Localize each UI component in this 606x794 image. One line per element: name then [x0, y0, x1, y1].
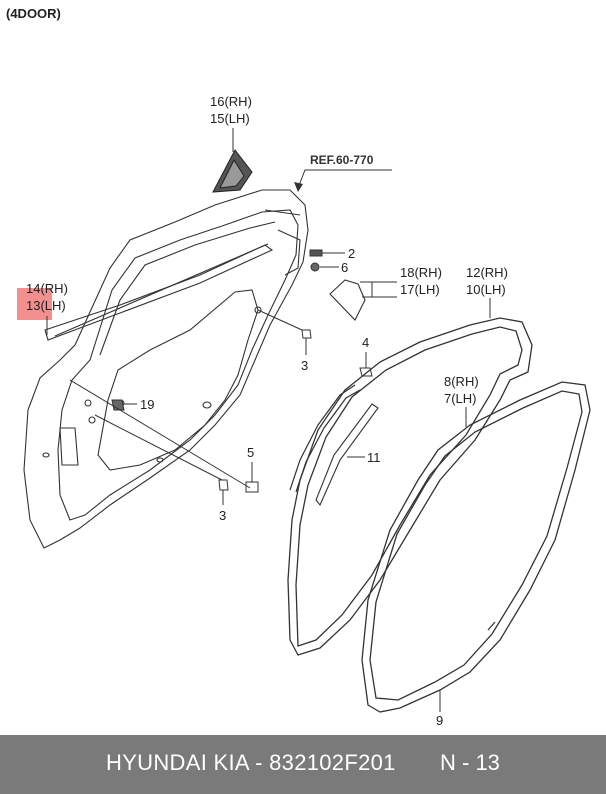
callout-2: 2: [348, 246, 355, 261]
footer-page-code: N - 13: [440, 750, 500, 775]
door-weatherstrip: [361, 381, 591, 713]
delta-cover: [212, 149, 253, 193]
callout-10: 10(LH): [466, 282, 506, 297]
leader-18: [360, 281, 373, 298]
mirror-cover: [329, 279, 366, 321]
clip-4: [359, 352, 373, 377]
parts-diagram: (4DOOR): [6, 6, 591, 728]
door-panel: [23, 189, 309, 549]
callout-14: 14(RH): [26, 281, 68, 296]
callout-3-lower: 3: [219, 508, 226, 523]
callout-3-upper: 3: [301, 358, 308, 373]
callout-17: 17(LH): [400, 282, 440, 297]
callout-9: 9: [436, 713, 443, 728]
callout-13: 13(LH): [26, 298, 66, 313]
leader-ref: [297, 169, 392, 189]
highlight-box: [17, 288, 52, 320]
footer-bar: HYUNDAI KIA - 832102F201 N - 13: [0, 735, 606, 794]
assembly-leaders: [69, 379, 251, 489]
callout-5: 5: [247, 445, 254, 460]
callout-7: 7(LH): [444, 391, 477, 406]
clip-19: [111, 399, 137, 411]
screw-2: [309, 249, 345, 257]
body-weatherstrip: [287, 317, 533, 656]
footer-part-number: HYUNDAI KIA - 832102F201: [106, 750, 396, 775]
callout-4: 4: [362, 335, 369, 350]
clip-3-upper: [257, 309, 312, 355]
clip-6: [310, 262, 339, 272]
callout-6: 6: [341, 260, 348, 275]
callout-15: 15(LH): [210, 111, 250, 126]
callout-16: 16(RH): [210, 94, 252, 109]
glass-run-strip: [289, 384, 361, 493]
trim-strip-11: [315, 403, 379, 507]
bolt-5: [245, 462, 259, 493]
callout-18: 18(RH): [400, 265, 442, 280]
callout-8: 8(RH): [444, 374, 479, 389]
callout-12: 12(RH): [466, 265, 508, 280]
callout-19: 19: [140, 397, 154, 412]
callout-11: 11: [367, 450, 381, 465]
diagram-title: (4DOOR): [6, 6, 61, 21]
reference-label: REF.60-770: [310, 153, 374, 167]
clip-3-lower: [218, 479, 229, 505]
